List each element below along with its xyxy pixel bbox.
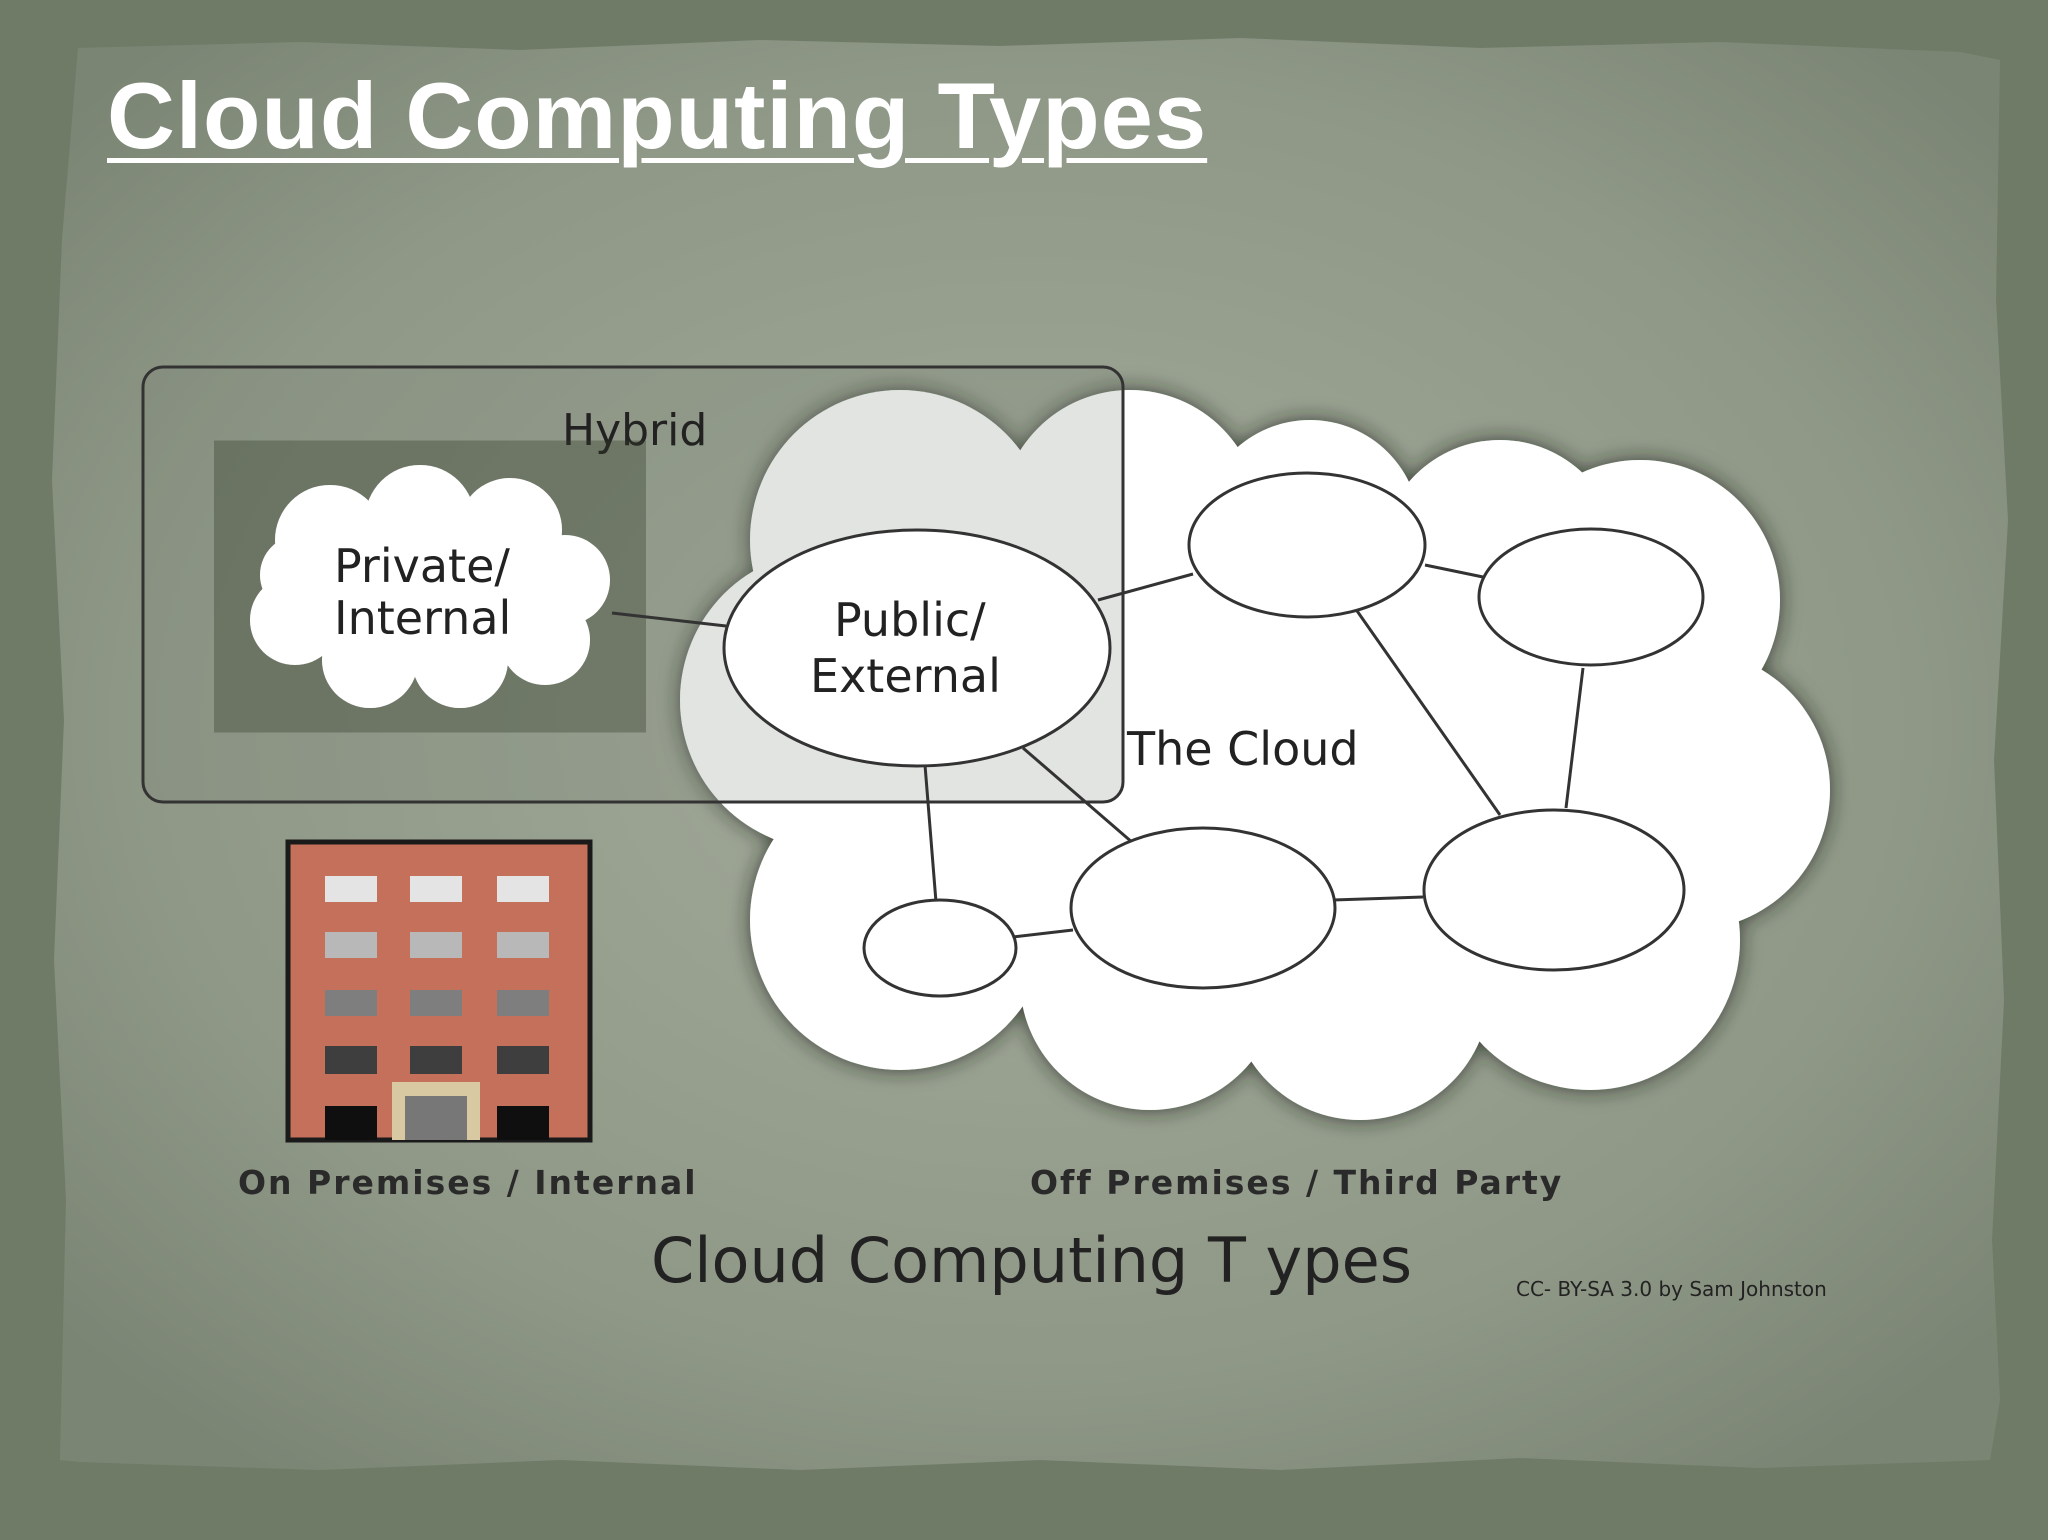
cloud-node-small xyxy=(862,898,1018,998)
slide-title: Cloud Computing Types xyxy=(107,63,1208,168)
diagram-caption: Cloud Computing T ypes xyxy=(651,1224,1412,1297)
public-external-node xyxy=(722,528,1112,768)
cloud-node-bottom-right xyxy=(1422,808,1686,972)
off-premises-label: Off Premises / Third Party xyxy=(1030,1163,1563,1202)
building-icon xyxy=(285,839,593,1143)
on-premises-label: On Premises / Internal xyxy=(238,1163,698,1202)
cloud-node-top xyxy=(1187,471,1427,619)
private-cloud-shape xyxy=(250,465,610,708)
cloud-label: The Cloud xyxy=(1126,722,1359,776)
public-label-line1: Public/ xyxy=(834,593,986,647)
private-label-line1: Private/ xyxy=(334,539,510,593)
cloud-node-bottom-middle xyxy=(1069,826,1337,990)
private-label-line2: Internal xyxy=(334,591,511,645)
cloud-node-right xyxy=(1477,527,1705,667)
public-label-line2: External xyxy=(810,649,1001,703)
connection-lines xyxy=(611,563,1585,939)
hybrid-label: Hybrid xyxy=(562,405,707,456)
license-credit: CC- BY-SA 3.0 by Sam Johnston xyxy=(1516,1277,1827,1301)
